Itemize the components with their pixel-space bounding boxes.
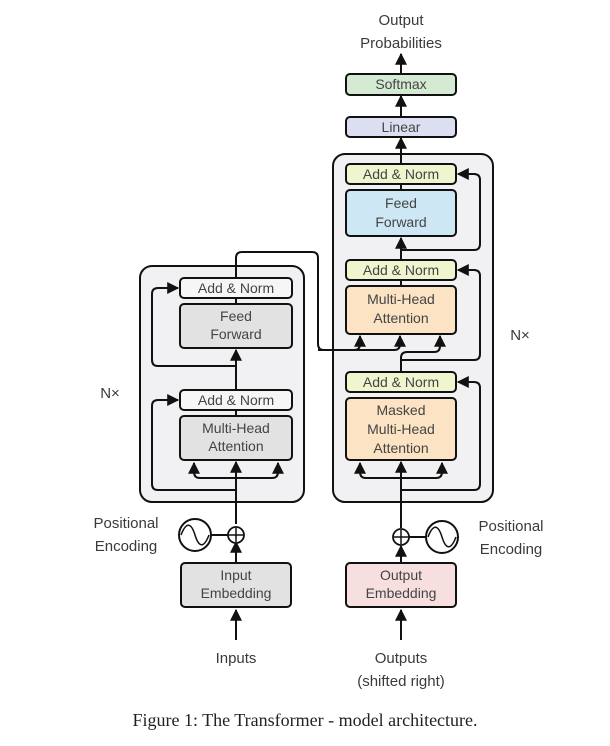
inputs-label: Inputs bbox=[216, 650, 257, 667]
decoder-add-norm-masked: Add & Norm bbox=[345, 371, 457, 393]
encoder-stack bbox=[139, 265, 305, 503]
linear-block: Linear bbox=[345, 116, 457, 138]
decoder-add-norm-ff: Add & Norm bbox=[345, 163, 457, 185]
decoder-cross-attn-label-2: Attention bbox=[373, 310, 428, 326]
softmax-label: Softmax bbox=[375, 76, 426, 92]
encoder-multi-head-attention: Multi-Head Attention bbox=[179, 415, 293, 461]
decoder-pe-label-1: Positional bbox=[478, 518, 543, 535]
decoder-masked-attn-label-1: Masked bbox=[376, 402, 425, 418]
encoder-add-norm-ff-label: Add & Norm bbox=[198, 280, 274, 296]
encoder-pe-label-1: Positional bbox=[93, 515, 158, 532]
output-probabilities-label-2: Probabilities bbox=[360, 35, 442, 52]
encoder-add-norm-ff: Add & Norm bbox=[179, 277, 293, 299]
encoder-ff-label-1: Feed bbox=[220, 308, 252, 324]
decoder-masked-attn-label-3: Attention bbox=[373, 440, 428, 456]
decoder-masked-attn-label-2: Multi-Head bbox=[367, 421, 435, 437]
decoder-cross-attention: Multi-Head Attention bbox=[345, 285, 457, 335]
decoder-add-norm-cross-label: Add & Norm bbox=[363, 262, 439, 278]
encoder-feed-forward: Feed Forward bbox=[179, 303, 293, 349]
encoder-add-norm-attn: Add & Norm bbox=[179, 389, 293, 411]
figure-caption: Figure 1: The Transformer - model archit… bbox=[132, 710, 478, 730]
encoder-connections bbox=[151, 251, 406, 640]
input-embedding: Input Embedding bbox=[180, 562, 292, 608]
linear-label: Linear bbox=[382, 119, 421, 135]
encoder-attn-label-1: Multi-Head bbox=[202, 420, 270, 436]
outputs-label-2: (shifted right) bbox=[357, 673, 445, 690]
decoder-ff-label-2: Forward bbox=[375, 214, 426, 230]
outputs-label-1: Outputs bbox=[375, 650, 428, 667]
input-embedding-label-2: Embedding bbox=[201, 585, 272, 601]
encoder-add-norm-attn-label: Add & Norm bbox=[198, 392, 274, 408]
decoder-connections bbox=[354, 52, 481, 640]
encoder-attn-label-2: Attention bbox=[208, 438, 263, 454]
output-embedding-label-2: Embedding bbox=[366, 585, 437, 601]
decoder-masked-attention: Masked Multi-Head Attention bbox=[345, 397, 457, 461]
output-probabilities-label-1: Output bbox=[378, 12, 424, 29]
encoder-ff-label-2: Forward bbox=[210, 326, 261, 342]
decoder-pe-label-2: Encoding bbox=[480, 541, 543, 558]
encoder-positional-encoding: Positional Encoding bbox=[93, 515, 245, 555]
decoder-repeat-label: N× bbox=[510, 327, 530, 344]
decoder-ff-label-1: Feed bbox=[385, 195, 417, 211]
encoder-repeat-label: N× bbox=[100, 385, 120, 402]
decoder-feed-forward: Feed Forward bbox=[345, 189, 457, 237]
decoder-cross-attn-label-1: Multi-Head bbox=[367, 291, 435, 307]
input-embedding-label-1: Input bbox=[220, 567, 251, 583]
decoder-add-norm-ff-label: Add & Norm bbox=[363, 166, 439, 182]
decoder-add-norm-masked-label: Add & Norm bbox=[363, 374, 439, 390]
encoder-pe-label-2: Encoding bbox=[95, 538, 158, 555]
output-embedding-label-1: Output bbox=[380, 567, 422, 583]
output-embedding: Output Embedding bbox=[345, 562, 457, 608]
decoder-add-norm-cross: Add & Norm bbox=[345, 259, 457, 281]
decoder-positional-encoding: Positional Encoding bbox=[392, 518, 544, 558]
softmax-block: Softmax bbox=[345, 73, 457, 96]
